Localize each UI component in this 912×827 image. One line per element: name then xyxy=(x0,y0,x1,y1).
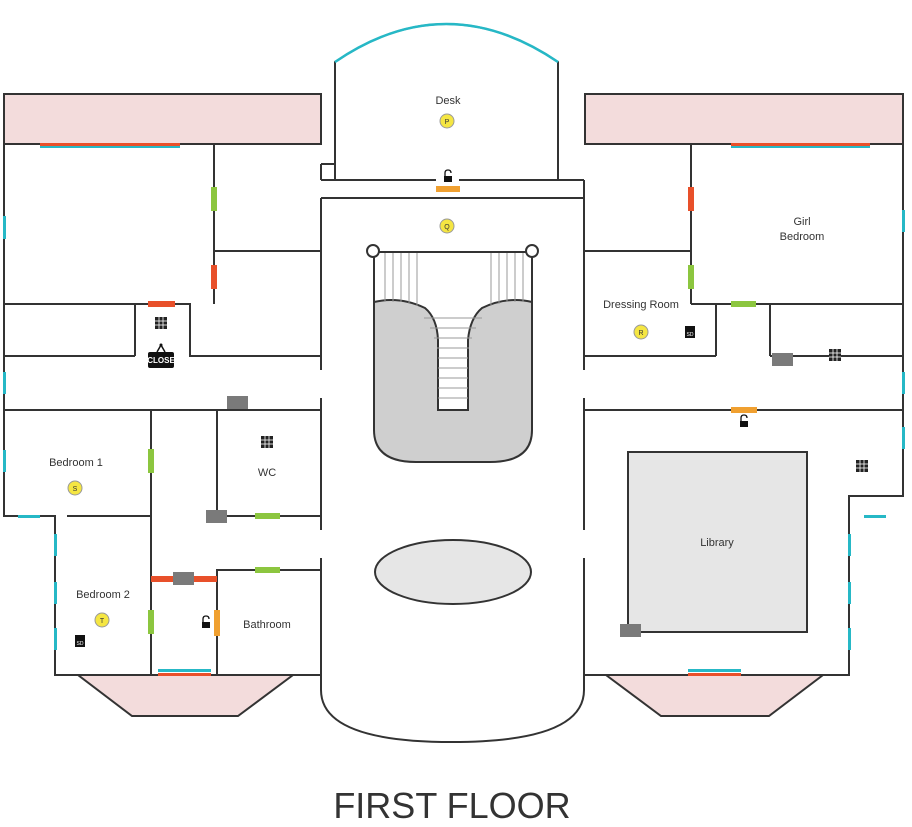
door-orange-bathroom xyxy=(214,610,220,636)
window-bottom-right xyxy=(688,669,741,672)
window-top-right-cyan xyxy=(731,146,870,148)
door-green-6 xyxy=(688,265,694,289)
marker-t-label: T xyxy=(100,618,105,625)
windows xyxy=(3,22,905,676)
gray-boxes xyxy=(173,353,793,637)
room-labels: Desk Girl Bedroom Dressing Room Bedroom … xyxy=(49,95,824,631)
grid-icon xyxy=(261,436,273,448)
balcony-bottom-left xyxy=(75,674,297,717)
window-left-3 xyxy=(3,450,6,472)
marker-p-label: P xyxy=(445,119,450,126)
sd-card-icon: SD xyxy=(75,635,85,647)
gray-box-1 xyxy=(227,396,248,409)
window-left-6 xyxy=(54,582,57,604)
room-label-bedroom-2: Bedroom 2 xyxy=(76,589,130,601)
window-bottom-left-red xyxy=(158,673,211,676)
room-label-wc: WC xyxy=(258,467,276,479)
window-left-7 xyxy=(54,628,57,650)
marker-r-dot xyxy=(633,324,649,340)
padlock-icon xyxy=(202,615,210,628)
door-green-7 xyxy=(731,301,756,307)
close-sign-label: CLOSE xyxy=(147,356,175,365)
close-sign: CLOSE xyxy=(147,343,175,368)
dome-glass xyxy=(334,22,559,64)
room-label-library: Library xyxy=(700,537,734,549)
sd-card-icon: SD xyxy=(685,326,695,338)
door-orange-library xyxy=(731,407,757,413)
marker-p: P xyxy=(439,113,455,129)
window-right-7 xyxy=(848,628,851,650)
stair-post-left xyxy=(366,244,380,258)
door-red-1 xyxy=(211,265,217,289)
sd-card-label: SD xyxy=(77,641,84,647)
marker-s-dot xyxy=(67,480,83,496)
marker-t-dot xyxy=(94,612,110,628)
window-top-left-cyan xyxy=(40,146,180,148)
door-green-1 xyxy=(211,187,217,211)
gray-box-4 xyxy=(772,353,793,366)
room-label-girl-bedroom-2: Bedroom xyxy=(780,231,825,243)
marker-p-dot xyxy=(439,113,455,129)
stair-steps xyxy=(384,253,524,399)
padlock-icon xyxy=(444,169,452,182)
marker-r-label: R xyxy=(638,330,643,337)
window-left-1 xyxy=(3,216,6,239)
window-right-2 xyxy=(902,372,905,394)
window-left-2 xyxy=(3,372,6,394)
markers: P Q R S T xyxy=(67,113,649,628)
marker-t: T xyxy=(94,612,110,628)
gray-box-5 xyxy=(620,624,641,637)
window-right-6 xyxy=(848,582,851,604)
door-orange-desk xyxy=(436,186,460,192)
room-label-bathroom: Bathroom xyxy=(243,619,291,631)
window-bottom-left xyxy=(158,669,211,672)
padlock-icon xyxy=(740,414,748,427)
balconies xyxy=(3,93,904,717)
window-top-left xyxy=(40,143,180,146)
marker-q-label: Q xyxy=(444,224,450,231)
gray-box-2 xyxy=(206,510,227,523)
grid-icon xyxy=(856,460,868,472)
stair-landing xyxy=(373,299,533,463)
marker-q-dot xyxy=(439,218,455,234)
marker-q: Q xyxy=(439,218,455,234)
window-right-4 xyxy=(864,515,886,518)
window-left-5 xyxy=(54,534,57,556)
sd-card-label: SD xyxy=(687,332,694,338)
gray-box-3 xyxy=(173,572,194,585)
window-right-1 xyxy=(902,210,905,232)
room-label-dressing-room: Dressing Room xyxy=(603,299,679,311)
door-red-2 xyxy=(148,301,175,307)
grid-icon xyxy=(155,317,167,329)
room-label-girl-bedroom: Girl xyxy=(793,216,810,228)
window-top-right xyxy=(731,143,870,146)
room-label-bedroom-1: Bedroom 1 xyxy=(49,457,103,469)
stair-post-right xyxy=(525,244,539,258)
staircase xyxy=(366,244,539,463)
balcony-top-right xyxy=(584,93,904,145)
window-bottom-right-red xyxy=(688,673,741,676)
oval-table xyxy=(374,539,532,605)
door-red-4 xyxy=(688,187,694,211)
grid-icons xyxy=(155,317,868,472)
door-green-4 xyxy=(255,567,280,573)
window-right-5 xyxy=(848,534,851,556)
door-green-2 xyxy=(148,449,154,473)
marker-r: R xyxy=(633,324,649,340)
library-area xyxy=(627,451,808,633)
marker-s-label: S xyxy=(73,486,78,493)
marker-s: S xyxy=(67,480,83,496)
window-left-4 xyxy=(18,515,40,518)
window-right-3 xyxy=(902,427,905,449)
door-green-3 xyxy=(255,513,280,519)
balcony-top-left xyxy=(3,93,322,145)
floor-title: FIRST FLOOR xyxy=(333,785,570,826)
grid-icon xyxy=(829,349,841,361)
padlock-icons xyxy=(202,169,748,628)
door-green-5 xyxy=(148,610,154,634)
room-label-desk: Desk xyxy=(435,95,461,107)
balcony-bottom-right xyxy=(602,674,826,717)
